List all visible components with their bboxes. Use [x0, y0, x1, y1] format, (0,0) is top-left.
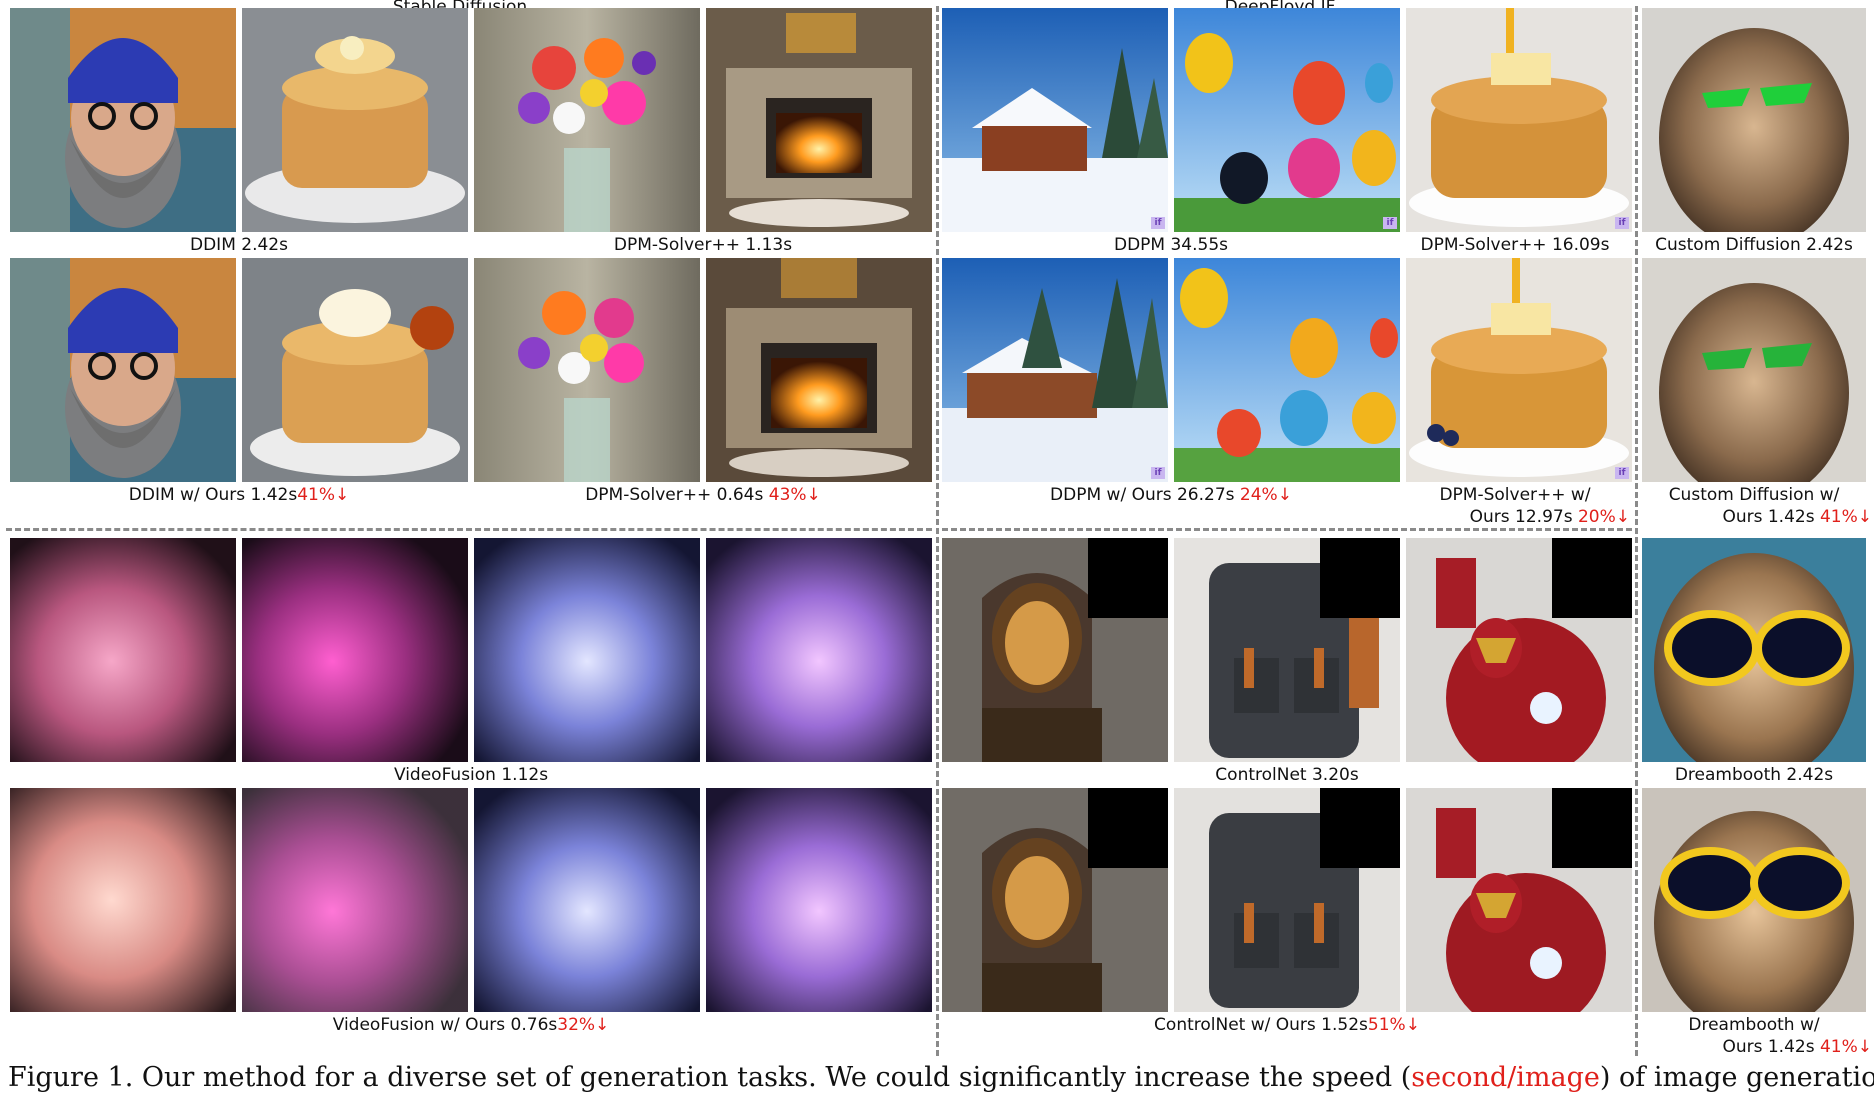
caption-ddim-ours-name: DDIM w/ Ours 1.42s	[128, 485, 298, 505]
caption-controlnet-ours: ControlNet w/ Ours 1.52s51%↓	[942, 1014, 1632, 1036]
pose-inset	[1552, 788, 1632, 868]
image-fireworks-videofusion-1	[10, 538, 236, 762]
stable-diffusion-header: Stable Diffusion	[330, 0, 590, 8]
image-fireworks-videofusion-ours-2	[242, 788, 468, 1012]
caption-ddpm: DDPM 34.55s	[1113, 235, 1229, 255]
caption-dpmsolver-if-ours-percent: 20%↓	[1577, 507, 1630, 527]
deepfloyd-watermark-badge: if	[1615, 217, 1629, 229]
image-balloons-ddpm: if	[1174, 8, 1400, 232]
caption-custom-diffusion-ours-line2: Ours 1.42s	[1722, 507, 1815, 527]
image-backpack-controlnet	[1174, 538, 1400, 762]
image-portrait-controlnet	[942, 538, 1168, 762]
image-cat-custom-diffusion-ours	[1642, 258, 1866, 482]
sketch-inset	[1320, 788, 1400, 868]
caption-dpmsolver-sd-ours-name: DPM-Solver++ 0.64s	[585, 485, 764, 505]
edge-map-inset	[1088, 788, 1168, 868]
deepfloyd-watermark-badge: if	[1151, 467, 1165, 479]
divider-vertical-center	[936, 6, 939, 1056]
image-fireworks-videofusion-ours-1	[10, 788, 236, 1012]
image-balloons-ddpm-ours	[1174, 258, 1400, 482]
figure-caption-highlight: second/image	[1411, 1062, 1600, 1093]
edge-map-inset	[1088, 538, 1168, 618]
caption-dpmsolver-if-ours-line1: DPM-Solver++ w/	[1439, 485, 1591, 505]
image-fireworks-videofusion-3	[474, 538, 700, 762]
image-pancakes-ddim	[242, 8, 468, 232]
caption-dpmsolver-if-ours: DPM-Solver++ w/ Ours 12.97s 20%↓	[1400, 484, 1630, 528]
image-flowers-dpmsolver-ours	[474, 258, 700, 482]
caption-ddpm-ours-percent: 24%↓	[1239, 485, 1292, 505]
caption-custom-diffusion: Custom Diffusion 2.42s	[1655, 235, 1853, 255]
deepfloyd-watermark-badge: if	[1615, 467, 1629, 479]
image-pancakes-dpmsolver-if: if	[1406, 8, 1632, 232]
caption-custom-diffusion-ours-line1: Custom Diffusion w/	[1668, 485, 1840, 505]
image-ironman-controlnet	[1406, 538, 1632, 762]
divider-horizontal-middle	[942, 528, 1632, 531]
caption-dreambooth-ours-percent: 41%↓	[1819, 1037, 1872, 1057]
caption-custom-diffusion-ours-percent: 41%↓	[1819, 507, 1872, 527]
divider-horizontal-left	[6, 528, 932, 531]
image-flowers-dpmsolver	[474, 8, 700, 232]
pose-inset	[1552, 538, 1632, 618]
figure-caption-text: Figure 1. Our method for a diverse set o…	[8, 1062, 1412, 1093]
caption-dreambooth: Dreambooth 2.42s	[1674, 765, 1834, 785]
caption-controlnet: ControlNet 3.20s	[1215, 765, 1359, 785]
caption-custom-diffusion-ours: Custom Diffusion w/ Ours 1.42s 41%↓	[1636, 484, 1872, 528]
image-portrait-controlnet-ours	[942, 788, 1168, 1012]
caption-dreambooth-ours-line2: Ours 1.42s	[1722, 1037, 1815, 1057]
caption-ddim-ours-percent: 41%↓	[297, 485, 350, 505]
deepfloyd-watermark-badge: if	[1151, 217, 1165, 229]
caption-controlnet-ours-percent: 51%↓	[1367, 1015, 1420, 1035]
caption-dreambooth-ours-line1: Dreambooth w/	[1688, 1015, 1820, 1035]
image-pancakes-ddim-ours	[242, 258, 468, 482]
caption-controlnet-ours-name: ControlNet w/ Ours 1.52s	[1154, 1015, 1368, 1035]
image-cat-dreambooth-ours	[1642, 788, 1866, 1012]
image-fireworks-videofusion-4	[706, 538, 932, 762]
image-backpack-controlnet-ours	[1174, 788, 1400, 1012]
image-fireplace-dpmsolver	[706, 8, 932, 232]
image-cat-dreambooth	[1642, 538, 1866, 762]
image-cat-custom-diffusion	[1642, 8, 1866, 232]
caption-ddpm-ours: DDPM w/ Ours 26.27s 24%↓	[942, 484, 1400, 506]
caption-videofusion-ours: VideoFusion w/ Ours 0.76s32%↓	[10, 1014, 932, 1036]
caption-ddim-ours: DDIM w/ Ours 1.42s41%↓	[10, 484, 468, 506]
caption-dpmsolver-sd-ours: DPM-Solver++ 0.64s 43%↓	[474, 484, 932, 506]
deepfloyd-header: DeepFloyd IF	[1150, 0, 1410, 8]
figure-caption: Figure 1. Our method for a diverse set o…	[8, 1062, 1874, 1093]
caption-dpmsolver-sd-ours-percent: 43%↓	[768, 485, 821, 505]
divider-vertical-right	[1635, 6, 1638, 1056]
image-fireworks-videofusion-2	[242, 538, 468, 762]
image-ironman-controlnet-ours	[1406, 788, 1632, 1012]
deepfloyd-watermark-badge: if	[1383, 217, 1397, 229]
image-fireplace-dpmsolver-ours	[706, 258, 932, 482]
image-bearded-man-ddim-ours	[10, 258, 236, 482]
caption-dpmsolver-if-ours-line2: Ours 12.97s	[1469, 507, 1573, 527]
image-pancakes-dpmsolver-if-ours: if	[1406, 258, 1632, 482]
caption-ddim: DDIM 2.42s	[190, 235, 288, 255]
caption-dpmsolver-if: DPM-Solver++ 16.09s	[1420, 235, 1610, 255]
caption-videofusion-ours-percent: 32%↓	[557, 1015, 610, 1035]
caption-videofusion-ours-name: VideoFusion w/ Ours 0.76s	[332, 1015, 558, 1035]
caption-dpmsolver-sd: DPM-Solver++ 1.13s	[613, 235, 793, 255]
image-fireworks-videofusion-ours-3	[474, 788, 700, 1012]
sketch-inset	[1320, 538, 1400, 618]
image-fireworks-videofusion-ours-4	[706, 788, 932, 1012]
caption-dreambooth-ours: Dreambooth w/ Ours 1.42s 41%↓	[1636, 1014, 1872, 1058]
caption-videofusion: VideoFusion 1.12s	[393, 765, 549, 785]
figure-caption-end: ) of image generation.	[1599, 1062, 1874, 1093]
image-bearded-man-ddim	[10, 8, 236, 232]
caption-ddpm-ours-name: DDPM w/ Ours 26.27s	[1050, 485, 1235, 505]
image-cabin-ddpm: if	[942, 8, 1168, 232]
image-cabin-ddpm-ours: if	[942, 258, 1168, 482]
